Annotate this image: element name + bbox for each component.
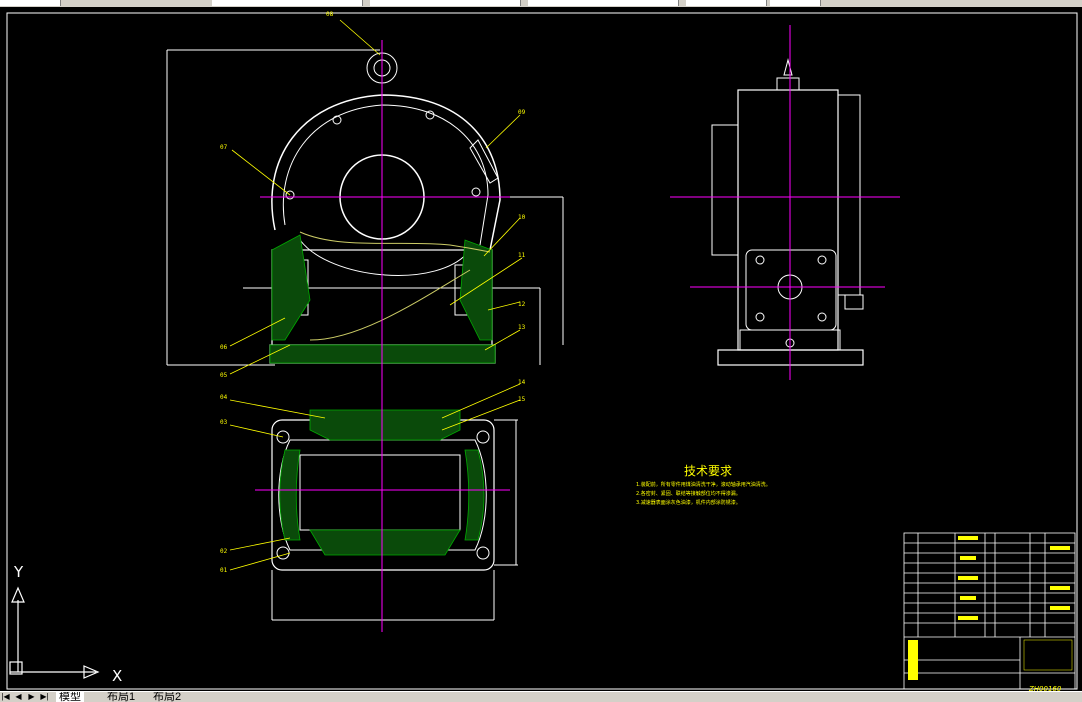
toolbar-segment[interactable] bbox=[0, 0, 61, 6]
ucs-x-label: X bbox=[112, 667, 123, 685]
toolbar-segment[interactable] bbox=[528, 0, 679, 6]
part-label-08: 08 bbox=[326, 11, 334, 18]
toolbar-segment[interactable] bbox=[212, 0, 363, 6]
part-label-01: 01 bbox=[220, 567, 228, 574]
drawing-number: ZH00160 bbox=[1029, 685, 1062, 693]
toolbar-segment[interactable] bbox=[370, 0, 521, 6]
layout-tab-bar: |◀ ◀ ▶ ▶| 模型 布局1 布局2 bbox=[0, 691, 1082, 702]
part-label-11: 11 bbox=[518, 252, 526, 259]
part-label-02: 02 bbox=[220, 548, 228, 555]
part-leaders bbox=[229, 19, 523, 571]
technical-requirement-3: 3.减速器表面涂灰色油漆，机件内部涂防锈漆。 bbox=[636, 500, 741, 506]
next-tab-icon[interactable]: ▶ bbox=[28, 692, 35, 701]
part-label-09: 09 bbox=[518, 109, 526, 116]
technical-requirement-2: 2.各密封、紧固、联结等接触部位均不得渗漏。 bbox=[636, 491, 741, 497]
part-label-07: 07 bbox=[220, 144, 228, 151]
front-view-section-hatch bbox=[269, 234, 496, 364]
toolbar-segment[interactable] bbox=[770, 0, 821, 6]
ucs-icon bbox=[9, 586, 100, 679]
tab-model[interactable]: 模型 bbox=[56, 692, 84, 702]
centerlines bbox=[255, 25, 900, 632]
title-block bbox=[903, 532, 1076, 690]
front-view bbox=[166, 49, 564, 366]
part-label-14: 14 bbox=[518, 379, 526, 386]
tab-layout1[interactable]: 布局1 bbox=[107, 691, 136, 702]
prev-tab-icon[interactable]: ◀ bbox=[15, 692, 22, 701]
ucs-y-label: Y bbox=[14, 563, 24, 581]
technical-requirements-title: 技术要求 bbox=[684, 464, 733, 478]
part-label-04: 04 bbox=[220, 394, 228, 401]
tab-layout2[interactable]: 布局2 bbox=[153, 691, 182, 702]
part-label-05: 05 bbox=[220, 372, 228, 379]
technical-requirement-1: 1.装配前，所有零件用煤油清洗干净，滚动轴承用汽油清洗。 bbox=[636, 482, 771, 488]
part-label-13: 13 bbox=[518, 324, 526, 331]
toolbar-segment[interactable] bbox=[686, 0, 767, 6]
part-label-15: 15 bbox=[518, 396, 526, 403]
part-label-12: 12 bbox=[518, 301, 526, 308]
part-label-06: 06 bbox=[220, 344, 228, 351]
first-tab-icon[interactable]: |◀ bbox=[1, 692, 10, 701]
side-view bbox=[711, 58, 864, 366]
plan-view-section-hatch bbox=[279, 409, 485, 556]
drawing-canvas[interactable]: 08 09 07 10 11 12 13 06 05 04 03 14 15 0… bbox=[0, 7, 1082, 693]
part-label-03: 03 bbox=[220, 419, 228, 426]
part-label-10: 10 bbox=[518, 214, 526, 221]
last-tab-icon[interactable]: ▶| bbox=[40, 692, 49, 701]
title-block-fills bbox=[908, 536, 1073, 680]
